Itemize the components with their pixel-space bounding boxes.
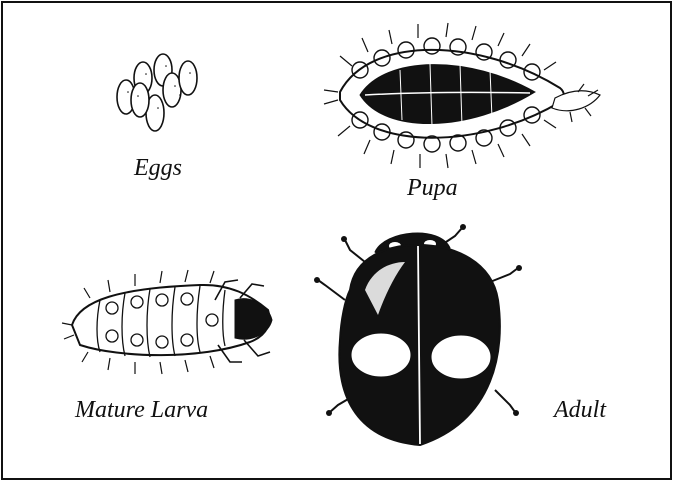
ladybird-beetle-icon [314, 224, 522, 445]
label-eggs: Eggs [134, 156, 182, 180]
elytra-spot-left [351, 333, 411, 377]
label-mature-larva: Mature Larva [75, 398, 208, 422]
egg [179, 61, 197, 95]
larva-icon [62, 270, 272, 374]
label-pupa: Pupa [407, 176, 458, 200]
label-adult: Adult [554, 398, 606, 422]
elytra-spot-right [431, 335, 491, 379]
egg-cluster-icon [117, 54, 197, 131]
egg [131, 83, 149, 117]
pupa-icon [324, 23, 600, 168]
